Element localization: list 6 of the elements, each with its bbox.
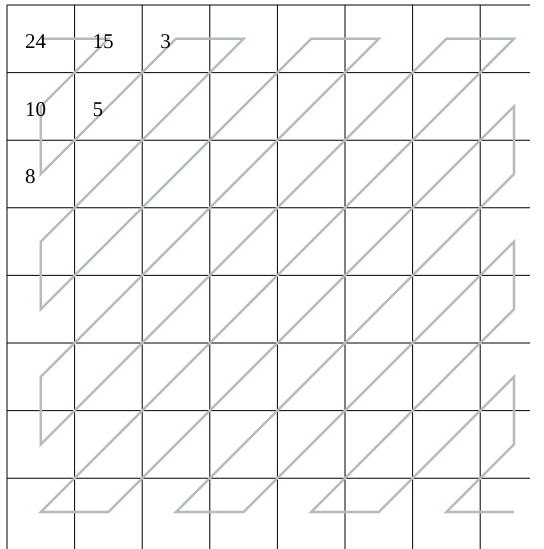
cell-value: 24 [25,31,46,52]
cell-value: 3 [160,31,171,52]
cell-value: 5 [92,98,104,120]
cell-value: 8 [25,166,36,188]
cell-value: 10 [25,98,46,120]
cell-value: 15 [92,31,114,52]
